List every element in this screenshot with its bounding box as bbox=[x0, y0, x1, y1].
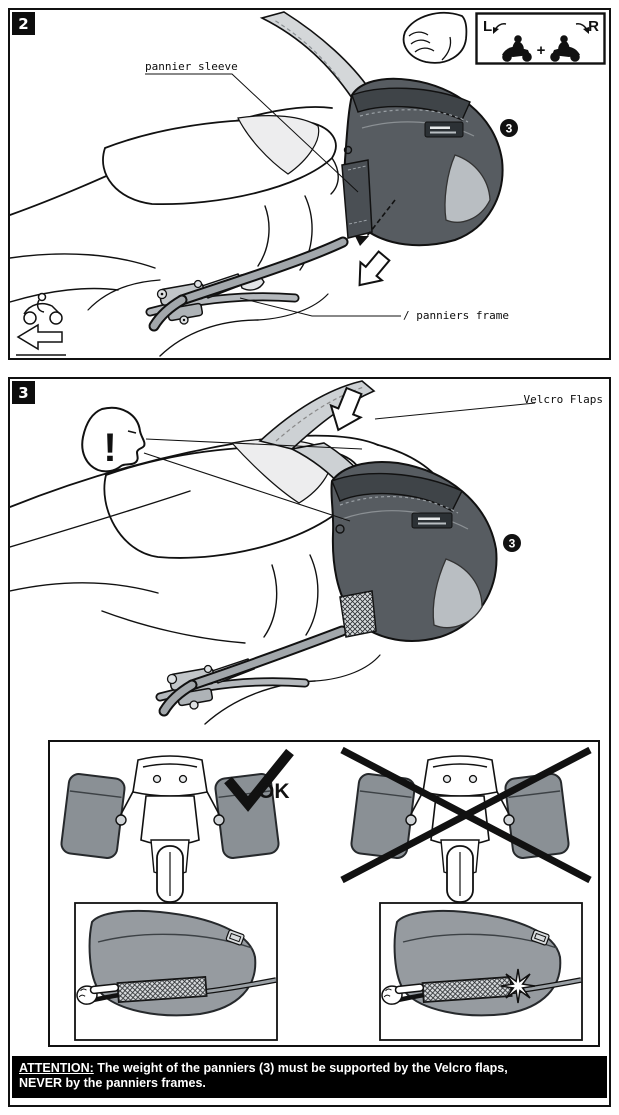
ok-checkmark: OK bbox=[224, 748, 294, 812]
exclamation-mark: ! bbox=[103, 426, 116, 470]
bike-left-side-indicator bbox=[16, 292, 66, 356]
left-right-indicator-box: L R + bbox=[475, 12, 606, 65]
panniers-frame-label: / panniers frame bbox=[403, 309, 509, 322]
stress-burst-icon bbox=[500, 968, 536, 1004]
step-2-number-badge: 2 bbox=[12, 12, 35, 35]
pannier-badge-number: 3 bbox=[506, 122, 513, 136]
step-3-panel: 3 bbox=[8, 377, 611, 1107]
correct-mounting-bike bbox=[59, 755, 281, 903]
pannier-number-badge: 3 bbox=[503, 534, 521, 552]
step-3-illustration: 3 ! bbox=[10, 380, 536, 725]
plus-sign: + bbox=[537, 42, 546, 59]
hand-icon bbox=[402, 12, 468, 64]
ok-label: OK bbox=[258, 780, 290, 803]
attention-line-1: ATTENTION: The weight of the panniers (3… bbox=[19, 1061, 600, 1076]
pannier-badge-number: 3 bbox=[509, 537, 516, 551]
motorcycle-tail-drawing bbox=[10, 106, 339, 357]
pannier-bag-drawing bbox=[330, 461, 498, 642]
attention-bar: ATTENTION: The weight of the panniers (3… bbox=[12, 1056, 607, 1098]
detail-inset-correct bbox=[75, 902, 277, 1041]
detail-inset-incorrect bbox=[380, 902, 582, 1041]
pannier-sleeve-label: pannier sleeve bbox=[145, 60, 238, 73]
velcro-flaps-leader-line bbox=[374, 402, 536, 420]
pannier-frame-tube bbox=[158, 625, 348, 717]
cross-x-icon bbox=[340, 746, 592, 884]
attention-line-2: NEVER by the panniers frames. bbox=[19, 1076, 206, 1090]
step-2-illustration: 3 L R + bbox=[10, 11, 606, 357]
left-direction-arrow-icon bbox=[16, 323, 63, 351]
step-2-panel: 2 bbox=[8, 8, 611, 360]
step-3-number-badge: 3 bbox=[12, 381, 35, 404]
velcro-strap-drawing bbox=[259, 11, 372, 100]
left-letter: L bbox=[483, 18, 492, 35]
checkmark-icon bbox=[224, 748, 294, 812]
label-leader-lines bbox=[145, 73, 401, 317]
attention-line-1-text: The weight of the panniers (3) must be s… bbox=[93, 1061, 508, 1075]
velcro-flaps-label: Velcro Flaps bbox=[523, 393, 603, 406]
insertion-direction-arrows bbox=[347, 199, 396, 296]
attention-head-icon: ! bbox=[81, 406, 363, 522]
pannier-number-badge: 3 bbox=[500, 119, 518, 137]
right-letter: R bbox=[588, 18, 599, 35]
pannier-bag-drawing bbox=[341, 77, 504, 247]
mini-motorcycle-icon bbox=[23, 292, 63, 325]
mounting-comparison-box: OK bbox=[48, 740, 600, 1047]
attention-prefix: ATTENTION: bbox=[19, 1061, 94, 1075]
mounting-comparison-illustration: OK bbox=[59, 746, 592, 1041]
pannier-frame-tube bbox=[148, 236, 349, 332]
